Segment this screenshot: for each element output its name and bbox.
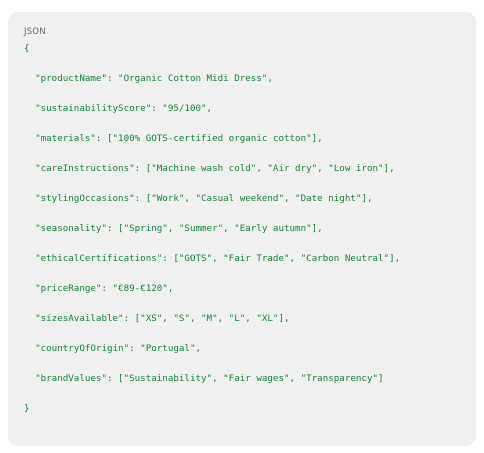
code-blank-line <box>24 326 460 341</box>
code-line: { <box>24 43 30 54</box>
code-line: "sizesAvailable": ["XS", "S", "M", "L", … <box>24 313 290 324</box>
code-blank-line <box>24 386 460 401</box>
code-blank-line <box>24 86 460 101</box>
code-line: "brandValues": ["Sustainability", "Fair … <box>24 373 384 384</box>
code-line: "sustainabilityScore": "95/100", <box>24 103 213 114</box>
code-line: "productName": "Organic Cotton Midi Dres… <box>24 73 273 84</box>
code-blank-line <box>24 206 460 221</box>
code-line: "stylingOccasions": ["Work", "Casual wee… <box>24 193 373 204</box>
code-line: } <box>24 403 30 414</box>
code-blank-line <box>24 176 460 191</box>
code-line: "priceRange": "€89-€120", <box>24 283 174 294</box>
code-blank-line <box>24 116 460 131</box>
code-blank-line <box>24 296 460 311</box>
code-blank-line <box>24 146 460 161</box>
code-body[interactable]: { "productName": "Organic Cotton Midi Dr… <box>24 41 460 416</box>
code-block-panel: JSON { "productName": "Organic Cotton Mi… <box>8 12 476 446</box>
code-language-label: JSON <box>24 27 46 37</box>
code-line: "seasonality": ["Spring", "Summer", "Ear… <box>24 223 323 234</box>
code-line: "materials": ["100% GOTS-certified organ… <box>24 133 323 144</box>
code-line: "countryOfOrigin": "Portugal", <box>24 343 202 354</box>
code-line: "ethicalCertifications": ["GOTS", "Fair … <box>24 253 401 264</box>
code-blank-line <box>24 266 460 281</box>
code-blank-line <box>24 56 460 71</box>
code-blank-line <box>24 236 460 251</box>
code-blank-line <box>24 356 460 371</box>
code-line: "careInstructions": ["Machine wash cold"… <box>24 163 395 174</box>
